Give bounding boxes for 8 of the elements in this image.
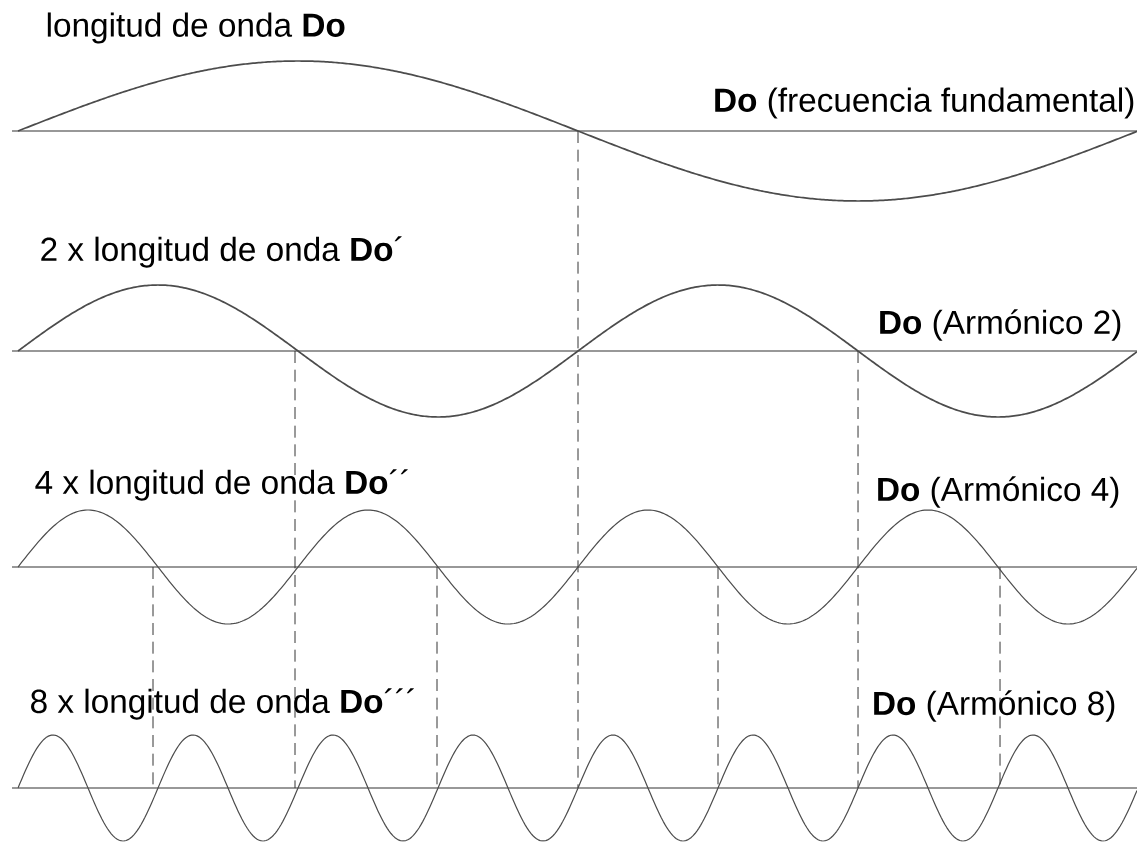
wave-caption: Do (frecuencia fundamental)	[715, 87, 1134, 119]
wave-caption: Do (Armónico 8)	[874, 690, 1115, 722]
wave-caption: 8 x longitud de onda Do´´´	[31, 688, 414, 720]
wave-caption: longitud de onda Do	[47, 12, 345, 44]
wave-caption: Do (Armónico 2)	[880, 309, 1121, 341]
wave-caption: 4 x longitud de onda Do´´	[35, 469, 408, 501]
wave-caption: 2 x longitud de onda Do´	[41, 236, 402, 268]
wave-caption: Do (Armónico 4)	[878, 476, 1119, 508]
